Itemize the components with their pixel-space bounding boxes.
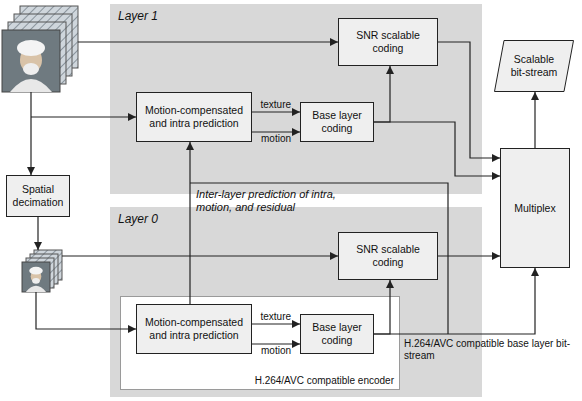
process-box: Spatial decimation	[6, 175, 70, 217]
output-parallelogram: Scalable bit-stream	[494, 40, 574, 92]
encoder-region: H.264/AVC compatible encoder Motion-compe…	[120, 296, 400, 390]
edge-label: motion	[261, 133, 291, 145]
process-box: SNR scalable coding	[338, 232, 438, 280]
process-box: Base layer coding	[300, 102, 374, 142]
video-frame	[8, 22, 66, 84]
annotation-holder: H.264/AVC compatible base layer bit-stre…	[404, 338, 576, 362]
edge-label: texture	[261, 99, 292, 111]
layer-title: Layer 1	[118, 9, 474, 23]
edge-label-holder: Inter-layer prediction of intra, motion,…	[196, 188, 346, 213]
connector-arrow	[252, 111, 300, 112]
connector-arrow	[438, 42, 500, 158]
process-box: SNR scalable coding	[338, 18, 438, 66]
layer-title: Layer 0	[118, 212, 474, 226]
edge-label-holder: motion	[261, 133, 291, 145]
video-frame	[34, 250, 62, 280]
decimated-frame-stack	[22, 250, 62, 292]
connector-arrow	[189, 142, 190, 304]
signal-wires	[31, 42, 448, 334]
video-frame	[20, 6, 78, 68]
inter-layer-wire	[190, 183, 448, 334]
edge-label: Inter-layer prediction of intra, motion,…	[196, 188, 346, 213]
box-label: Spatial decimation	[12, 183, 64, 208]
connector-arrow	[252, 343, 300, 344]
signal-wire	[30, 92, 31, 175]
box-label: SNR scalable coding	[344, 243, 432, 268]
edge-label-holder: texture	[261, 99, 292, 111]
edge-label: texture	[261, 311, 292, 323]
signal-wire	[37, 217, 38, 250]
video-frame	[14, 14, 72, 76]
connector-arrow	[252, 323, 300, 324]
box-label: Base layer coding	[306, 321, 368, 346]
video-frame	[30, 254, 58, 284]
multiplex-box: Multiplex	[500, 148, 570, 268]
box-label: SNR scalable coding	[344, 29, 432, 54]
input-frame-stack	[2, 6, 78, 92]
box-label: Scalable bit-stream	[510, 53, 558, 78]
box-label: Motion-compensated and intra prediction	[142, 104, 246, 129]
connector-arrow	[374, 268, 535, 334]
connector-arrow	[534, 92, 535, 148]
face-frame	[22, 262, 50, 292]
signal-wire	[36, 292, 136, 329]
parallelogram-shape	[495, 41, 574, 92]
edge-label: motion	[261, 345, 291, 357]
connector-arrow	[252, 131, 300, 132]
layer-panel: Layer 1 SNR scalable codingMotion-compens…	[110, 4, 482, 194]
process-box: Base layer coding	[300, 314, 374, 354]
layer-panel: Layer 0 SNR scalable codingH.264/AVC comp…	[110, 207, 482, 397]
signal-wire	[62, 255, 338, 256]
connector-arrow	[438, 255, 500, 256]
edge-label-holder: texture	[261, 311, 292, 323]
process-box: Motion-compensated and intra prediction	[136, 92, 252, 142]
signal-wire	[31, 116, 136, 117]
connector-arrow	[374, 66, 390, 122]
region-label: H.264/AVC compatible encoder	[255, 375, 394, 387]
connector-arrow	[374, 122, 500, 176]
connector-arrow	[374, 280, 390, 334]
annotation: H.264/AVC compatible base layer bit-stre…	[404, 338, 576, 362]
face-frame	[2, 30, 60, 92]
signal-wire	[78, 41, 338, 42]
edge-label-holder: motion	[261, 345, 291, 357]
box-label: Motion-compensated and intra prediction	[142, 316, 246, 341]
process-box: Motion-compensated and intra prediction	[136, 304, 252, 354]
box-label: Multiplex	[506, 202, 564, 215]
box-label: Base layer coding	[306, 109, 368, 134]
video-frame	[26, 258, 54, 288]
